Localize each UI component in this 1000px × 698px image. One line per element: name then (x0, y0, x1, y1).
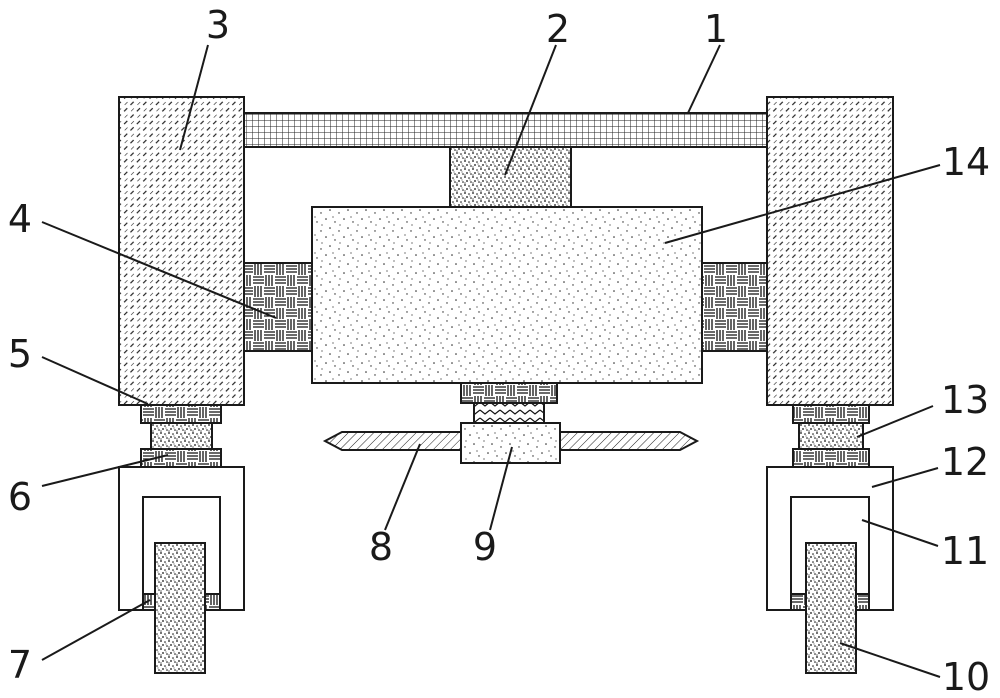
right-column (766, 96, 894, 406)
leader-1 (687, 44, 721, 114)
leader-7 (41, 599, 151, 661)
label-4: 4 (8, 197, 32, 241)
leader-5 (41, 356, 149, 405)
right-u-bracket (766, 466, 894, 611)
left-damper (150, 422, 213, 450)
label-1: 1 (704, 7, 728, 51)
leader-8 (384, 443, 421, 531)
leader-6 (41, 454, 169, 487)
label-12: 12 (941, 440, 989, 484)
label-13: 13 (941, 378, 989, 422)
top-crossbar (243, 112, 768, 148)
top-connector-block (449, 146, 572, 208)
label-10: 10 (942, 655, 990, 698)
leader-4 (41, 221, 277, 319)
label-2: 2 (546, 7, 570, 51)
leader-14 (664, 164, 941, 244)
main-body (311, 206, 703, 384)
right-upper-plate (792, 404, 870, 424)
label-8: 8 (369, 525, 393, 569)
lower-coupling (460, 382, 558, 404)
label-14: 14 (942, 140, 990, 184)
label-9: 9 (473, 525, 497, 569)
label-3: 3 (206, 3, 230, 47)
leader-13 (856, 405, 934, 438)
leader-2 (504, 44, 557, 176)
label-7: 7 (8, 643, 32, 687)
label-5: 5 (8, 332, 32, 376)
leader-10 (839, 642, 941, 678)
right-lower-plate (792, 448, 870, 468)
left-u-bracket (118, 466, 245, 611)
leader-12 (871, 467, 939, 488)
left-side-connector (243, 262, 313, 352)
label-6: 6 (8, 475, 32, 519)
leader-9 (489, 446, 513, 531)
right-wheel (805, 542, 857, 674)
right-damper (798, 422, 864, 450)
left-wheel (154, 542, 206, 674)
lower-shaft (473, 402, 545, 424)
blade-hub (460, 422, 561, 464)
leader-11 (861, 519, 939, 547)
label-11: 11 (941, 529, 989, 573)
left-column (118, 96, 245, 406)
leader-3 (179, 44, 209, 151)
left-upper-plate (140, 404, 222, 424)
right-side-connector (701, 262, 768, 352)
